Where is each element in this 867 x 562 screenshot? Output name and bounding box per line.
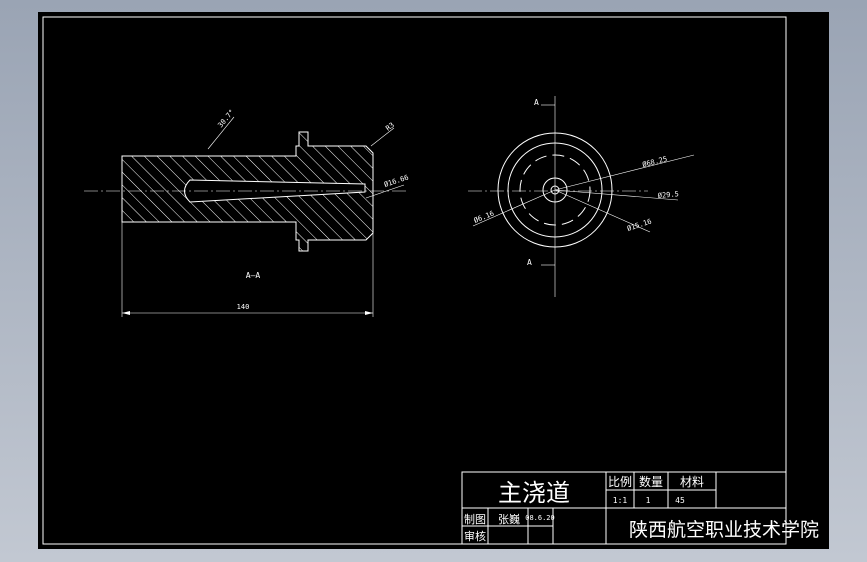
dim-mid-text: Ø29.5 (657, 190, 679, 200)
dim-inner-text: Ø15.16 (626, 217, 653, 232)
sprue-channel (184, 179, 366, 203)
school-name: 陕西航空职业技术学院 (629, 519, 819, 541)
outlet-leader (365, 184, 405, 199)
drawn-label: 制图 (464, 513, 486, 526)
centre-bore (550, 185, 560, 195)
dim-left-text: Ø6.16 (473, 210, 496, 225)
scale-value: 1:1 (613, 496, 628, 505)
title-block (461, 471, 787, 545)
checked-label: 审核 (464, 529, 486, 543)
end-view: A A Ø68.25 Ø29.5 Ø15.16 Ø6.16 (468, 96, 695, 297)
scale-header: 比例 (608, 475, 632, 489)
quantity-value: 1 (646, 496, 651, 505)
dim-arrow-right (365, 311, 373, 315)
section-view: 140 A—A 30.7° R3 Ø16.66 (84, 108, 410, 317)
part-name: 主浇道 (498, 479, 570, 507)
quantity-header: 数量 (639, 474, 663, 489)
drawing-date: 08.6.20 (525, 514, 555, 522)
section-mark-bottom: A (527, 258, 532, 267)
dim-outer-text: Ø68.25 (642, 155, 668, 169)
outer-circle (497, 132, 613, 248)
chamfer-leader (370, 127, 395, 147)
chamfer-label: R3 (384, 121, 396, 132)
length-dim-text: 140 (237, 303, 250, 311)
outlet-label: Ø16.66 (383, 173, 410, 188)
material-value: 45 (675, 496, 685, 505)
drawing-sheet: 140 A—A 30.7° R3 Ø16.66 A A Ø68.25 Ø29.5… (42, 16, 819, 545)
dim-arrow-left (122, 311, 130, 315)
dim-mid-leader (554, 189, 679, 201)
section-mark-top: A (534, 98, 539, 107)
second-circle (507, 142, 603, 238)
dim-outer-leader (554, 154, 695, 191)
hidden-circle (519, 154, 591, 226)
cad-viewport[interactable]: 140 A—A 30.7° R3 Ø16.66 A A Ø68.25 Ø29.5… (38, 12, 829, 549)
taper-leader (207, 116, 235, 150)
section-label: A—A (246, 271, 261, 280)
inner-circle (542, 177, 568, 203)
drawer-name: 张巍 (498, 513, 520, 526)
dim-left-leader (472, 189, 556, 227)
dim-inner-leader (554, 189, 651, 233)
drawing-border (42, 16, 787, 545)
material-header: 材料 (680, 475, 704, 489)
